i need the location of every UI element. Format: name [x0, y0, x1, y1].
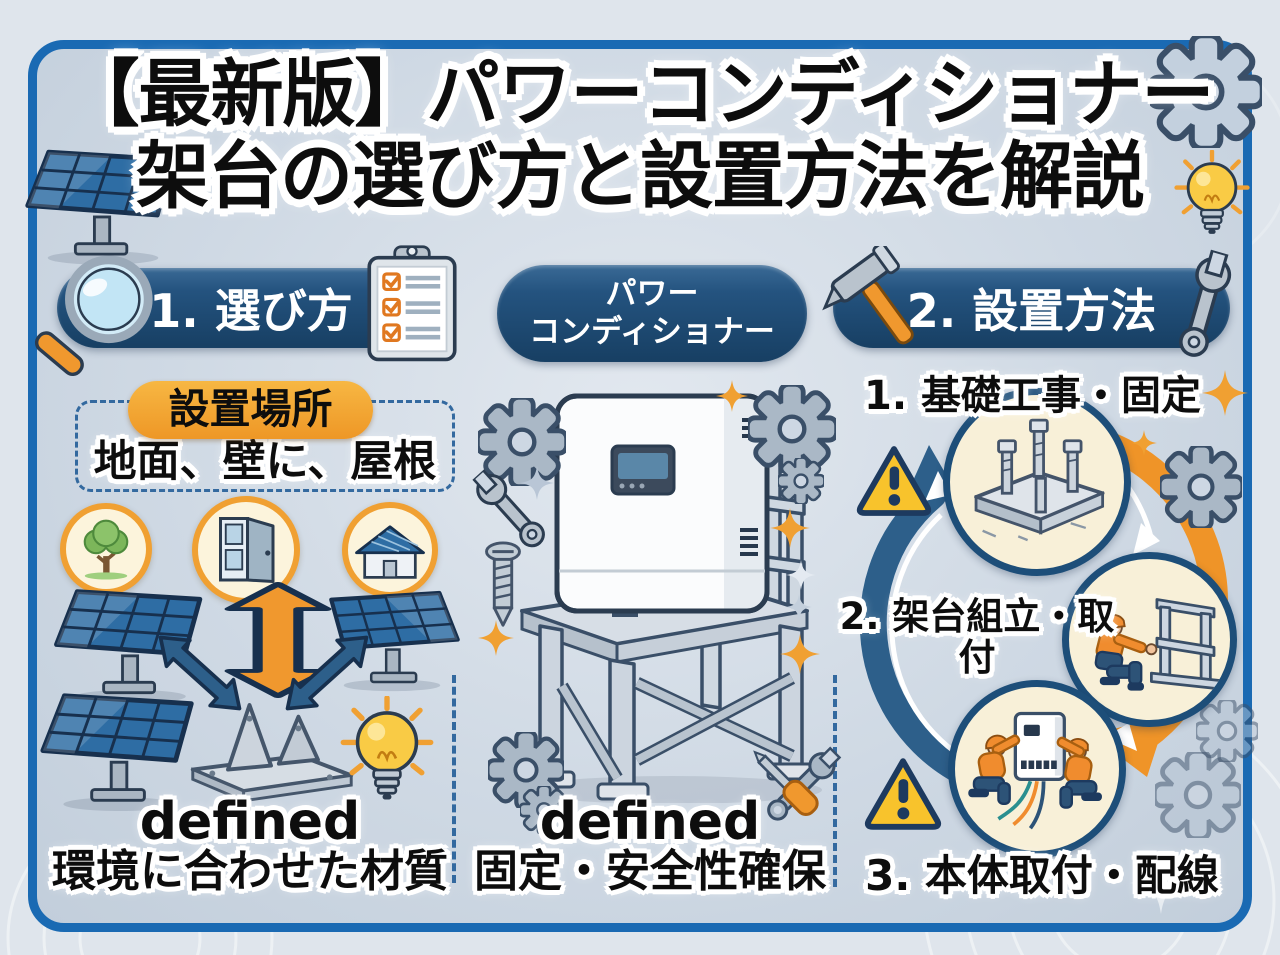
sparkle-orange-left: [478, 620, 514, 656]
separator-left: [452, 675, 456, 883]
workers-wiring-icon: [966, 711, 1104, 831]
step3-label: 3. 本体取付・配線: [865, 851, 1219, 900]
product-badge-line1: パワー: [605, 276, 699, 313]
warning-icon-1: [854, 444, 934, 518]
sparkle-orange-top: [716, 380, 748, 412]
house-circle: [342, 502, 438, 598]
sparkle-orange-right: [780, 634, 820, 674]
sparkle-orange-mid: [770, 508, 810, 548]
location-list: 地面、壁に、屋根: [93, 437, 437, 487]
page-title: 【最新版】パワーコンディショナー 架台の選び方と設置方法を解説: [0, 54, 1280, 218]
product-caption-jp: 固定・安全性確保: [474, 846, 826, 897]
foundation-circle: [943, 388, 1131, 576]
sparkle-white-mid: [786, 560, 816, 590]
sparkle-gray-right: [786, 594, 812, 620]
gear-icon-right: [1160, 446, 1242, 528]
magnifier-icon: [32, 252, 164, 380]
selection-caption-en: defined: [139, 792, 361, 852]
separator-right: [833, 675, 837, 887]
installation-header-label: 2. 設置方法: [906, 284, 1157, 338]
location-badge: 設置場所: [128, 381, 373, 439]
gear-icon-3: [778, 458, 824, 504]
step1-label: 1. 基礎工事・固定: [864, 373, 1201, 419]
section-header-installation: 2. 設置方法: [833, 268, 1230, 348]
wiring-circle: [948, 680, 1126, 858]
clipboard-icon: [367, 244, 457, 362]
tree-icon: [82, 518, 130, 582]
sparkle-blue-icon: [520, 466, 554, 500]
selection-caption-jp: 環境に合わせた材質: [52, 846, 448, 897]
step2-label: 2. 架台組立・取付: [839, 595, 1115, 680]
hammer-icon: [818, 246, 940, 360]
selection-header-label: 1. 選び方: [149, 284, 353, 338]
product-caption-en: defined: [539, 792, 761, 852]
house-icon: [355, 525, 425, 579]
title-line-2: 架台の選び方と設置方法を解説: [136, 133, 1145, 219]
screw-icon: [485, 541, 521, 627]
product-badge-line2: コンディショナー: [529, 313, 775, 350]
product-badge: パワー コンディショナー: [497, 265, 807, 362]
anchor-bolts-icon: [974, 418, 1105, 542]
tree-circle: [60, 503, 152, 595]
warning-icon-2: [862, 756, 944, 832]
mount-bracket-icon: [190, 703, 354, 803]
location-badge-label: 設置場所: [168, 385, 333, 434]
door-icon: [219, 517, 275, 583]
sparkle-step1-small: [1131, 430, 1157, 456]
title-line-1: 【最新版】パワーコンディショナー: [66, 52, 1215, 137]
sparkle-step1-large: [1202, 370, 1248, 416]
